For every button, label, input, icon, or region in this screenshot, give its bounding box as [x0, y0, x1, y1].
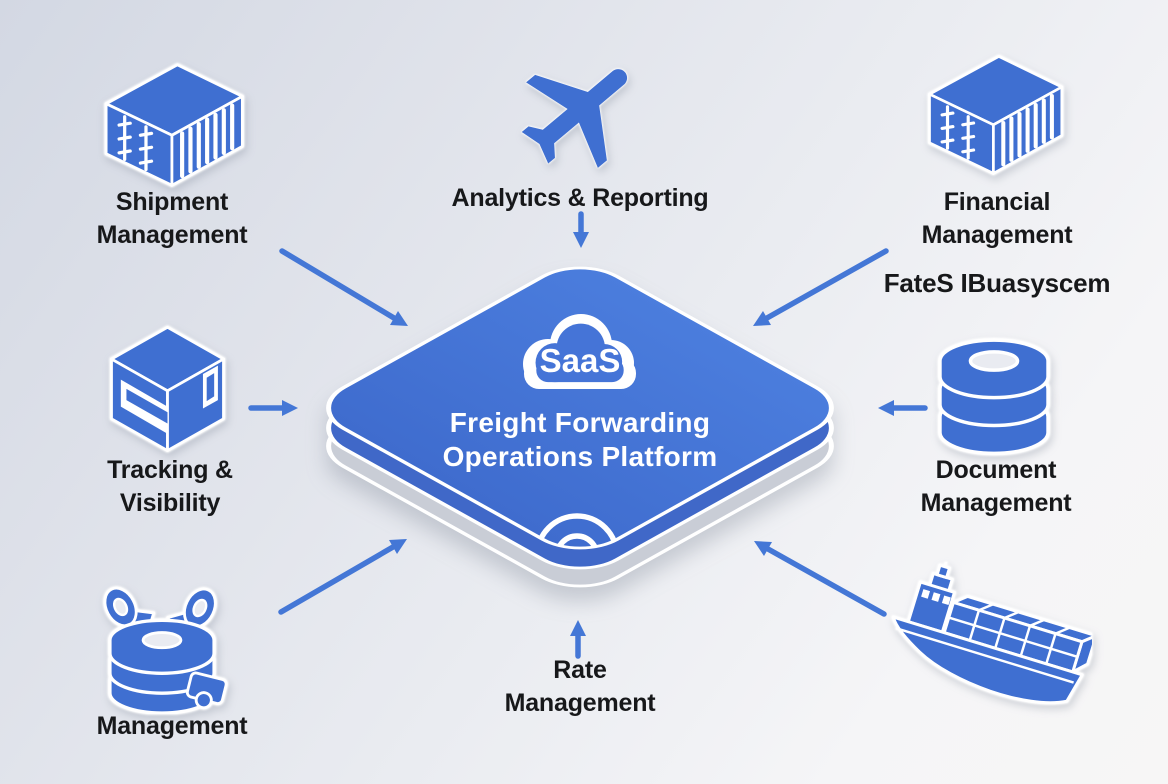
- platform-title-line2: Operations Platform: [443, 441, 718, 472]
- arrow-tracking-to-platform: [248, 400, 298, 416]
- cloud-saas-icon: SaaS: [523, 314, 636, 389]
- platform-diamond: SaaS Freight Forwarding Operations Platf…: [326, 266, 834, 588]
- arrow-financial-to-platform: [753, 248, 889, 326]
- arrow-analytics-to-platform: [573, 211, 589, 248]
- platform-title-line1: Freight Forwarding: [450, 407, 711, 438]
- arrow-document-to-platform: [878, 400, 928, 416]
- arrow-management-to-platform: [278, 539, 407, 615]
- financial-sublabel: FateS IBuasyscem: [883, 268, 1111, 298]
- arrow-shipment-to-platform: [279, 248, 408, 326]
- analytics-label: Analytics & Reporting: [451, 184, 709, 212]
- platform-top-layer: [326, 266, 834, 550]
- saas-badge: SaaS: [540, 342, 621, 379]
- document-label: Document Management: [920, 456, 1072, 517]
- tracking-label: Tracking & Visibility: [107, 456, 233, 517]
- arrow-ship-to-platform: [754, 541, 887, 617]
- financial-label: Financial Management: [921, 188, 1073, 249]
- management-label: Management: [96, 712, 248, 740]
- rate-label: Rate Management: [504, 656, 656, 717]
- shipment-label: Shipment Management: [96, 188, 248, 249]
- arrow-rate-to-platform: [570, 620, 586, 659]
